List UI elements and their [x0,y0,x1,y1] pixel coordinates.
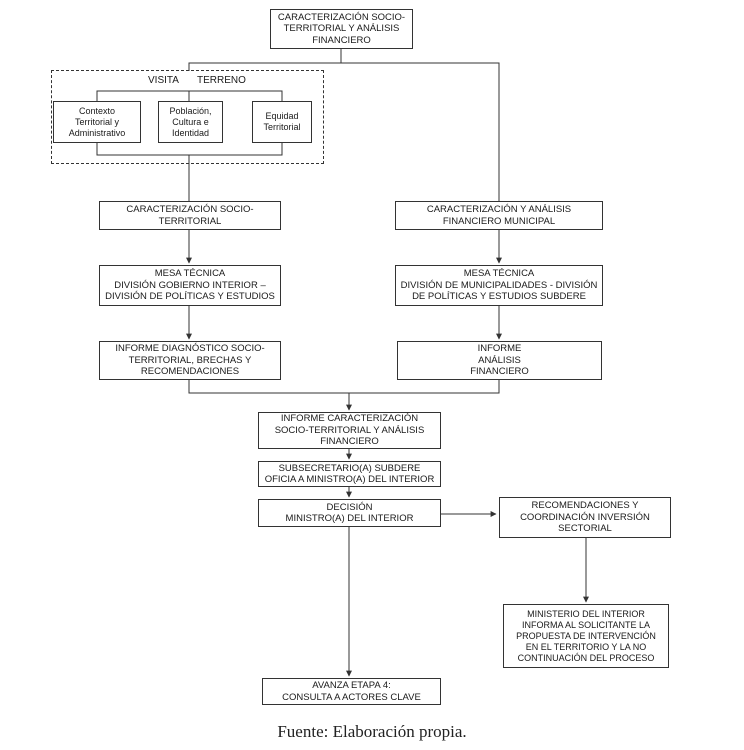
box-informe-caract: INFORME CARACTERIZACIÓN SOCIO-TERRITORIA… [258,412,441,449]
box-mesa-left: MESA TÉCNICA DIVISIÓN GOBIERNO INTERIOR … [99,265,281,306]
terreno-label: TERRENO [197,75,246,86]
box-avanza: AVANZA ETAPA 4: CONSULTA A ACTORES CLAVE [262,678,441,705]
connector-top-split [188,49,342,71]
visita-label: VISITA [148,75,179,86]
box-caract-socio: CARACTERIZACIÓN SOCIO- TERRITORIAL [99,201,281,230]
box-contexto: Contexto Territorial y Administrativo [53,101,141,143]
box-caract-fin: CARACTERIZACIÓN Y ANÁLISIS FINANCIERO MU… [395,201,603,230]
box-poblacion: Población, Cultura e Identidad [158,101,223,143]
box-decision: DECISIÓN MINISTRO(A) DEL INTERIOR [258,499,441,527]
box-subsecretario: SUBSECRETARIO(A) SUBDERE OFICIA A MINIST… [258,461,441,487]
box-equidad: Equidad Territorial [252,101,312,143]
box-top-caracterizacion: CARACTERIZACIÓN SOCIO- TERRITORIAL Y ANÁ… [270,9,413,49]
box-informe-right: INFORME ANÁLISIS FINANCIERO [397,341,602,380]
box-mesa-right: MESA TÉCNICA DIVISIÓN DE MUNICIPALIDADES… [395,265,603,306]
connector-top-right [341,62,500,201]
connector-merge [188,380,500,394]
visita-terreno-group [51,70,324,164]
box-informe-left: INFORME DIAGNÓSTICO SOCIO- TERRITORIAL, … [99,341,281,380]
figure-caption: Fuente: Elaboración propia. [277,722,467,741]
box-ministerio: MINISTERIO DEL INTERIOR INFORMA AL SOLIC… [503,604,669,668]
box-recomendaciones: RECOMENDACIONES Y COORDINACIÓN INVERSIÓN… [499,497,671,538]
